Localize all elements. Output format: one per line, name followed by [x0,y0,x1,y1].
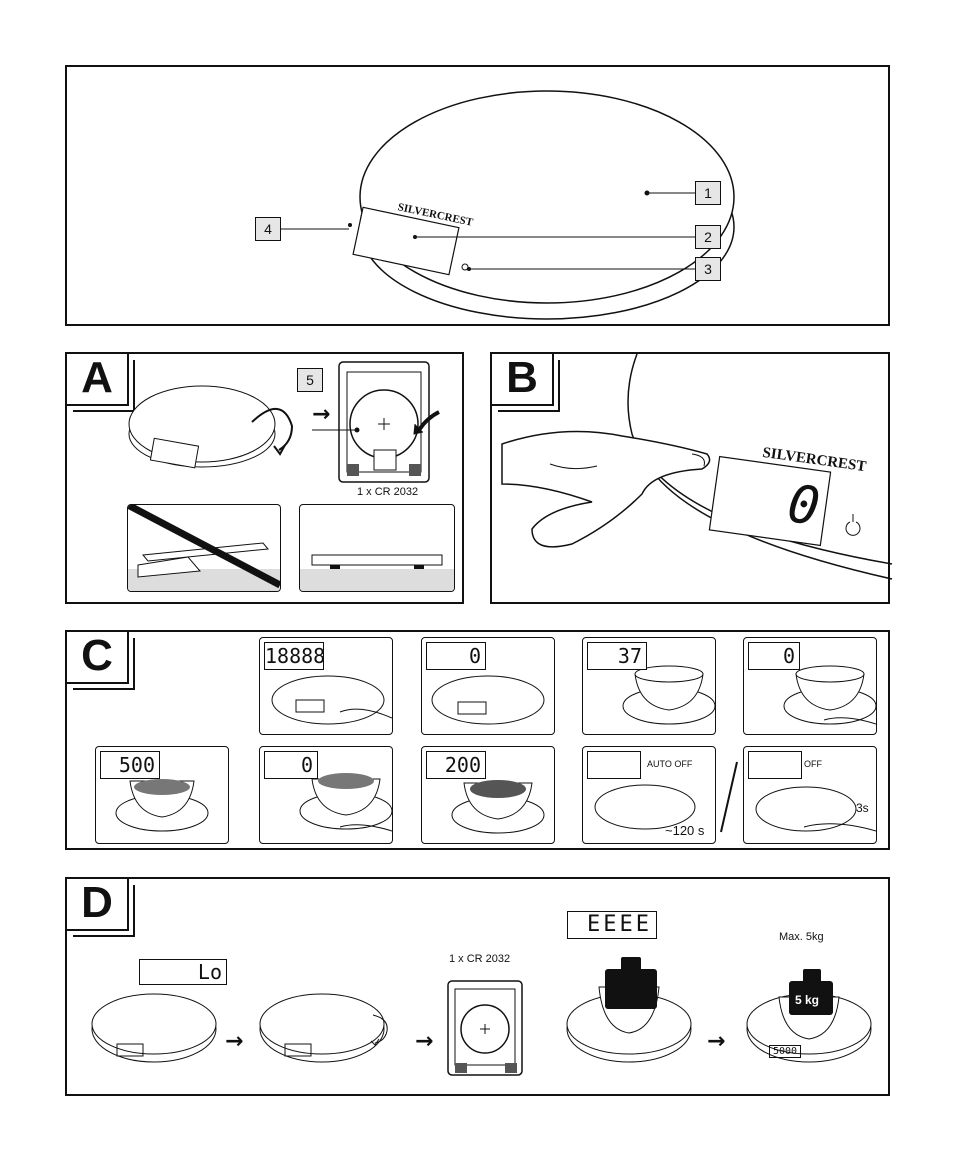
panel-d-label: D [65,877,135,937]
step-display: 18888 [264,642,326,670]
max-load-label: Max. 5kg [779,931,824,943]
low-battery-illustration [91,957,872,1076]
step-card: 0 [743,637,877,735]
weight-label: 5 kg [795,993,820,1007]
right-arrow-icon: → [225,1029,244,1054]
off-label: OFF [804,759,822,769]
step-display: 0 [426,642,486,670]
step-card: 37 [582,637,716,735]
overview-panel: SILVERCREST 1 2 3 4 [65,65,890,326]
callout-5: 5 [297,368,323,392]
right-arrow-icon: → [312,402,331,427]
step-card: 0 [259,746,393,844]
battery-label: 1 x CR 2032 [449,953,511,965]
auto-off-label: AUTO OFF [647,759,693,769]
callout-4: 4 [255,217,281,241]
panel-b-label: B [490,352,560,412]
power-on-illustration [501,353,893,580]
overload-display: EEEE [567,911,657,939]
callout-2: 2 [695,225,721,249]
right-arrow-icon: → [707,1029,726,1054]
panel-d: D Lo → → 1 x CR 2032 EEEE → Max. 5kg 5 k… [65,877,890,1096]
panel-c: C 18888 0 37 0 500 0 200 AUTO OFF ~120 s… [65,630,890,850]
step-display [587,751,641,779]
scale-illustration [281,90,735,320]
step-card: 500 [95,746,229,844]
right-arrow-icon: → [415,1029,434,1054]
off-time: 3s [856,801,869,815]
panel-c-label: C [65,630,135,690]
scale-flip-illustration [128,361,440,483]
step-card: AUTO OFF ~120 s [582,746,716,844]
step-display: 0 [748,642,800,670]
correct-placement-card [299,504,455,592]
step-card: 18888 [259,637,393,735]
step-card: 200 [421,746,555,844]
step-card: OFF 3s [743,746,877,844]
result-display: 5000 [769,1045,802,1058]
low-battery-display: Lo [139,959,227,985]
panel-b: B SILVERCREST 0 [490,352,893,604]
step-card: 0 [421,637,555,735]
step-display: 200 [426,751,486,779]
step-display: 0 [264,751,318,779]
or-divider [720,761,738,833]
panel-a: A → 5 1 x CR 2032 [65,352,464,604]
step-display: 500 [100,751,160,779]
auto-off-time: ~120 s [665,823,705,838]
battery-label: 1 x CR 2032 [357,486,419,498]
callout-3: 3 [695,257,721,281]
callout-1: 1 [695,181,721,205]
panel-a-label: A [65,352,135,412]
wrong-placement-card [127,504,281,592]
step-display [748,751,802,779]
step-display: 37 [587,642,647,670]
